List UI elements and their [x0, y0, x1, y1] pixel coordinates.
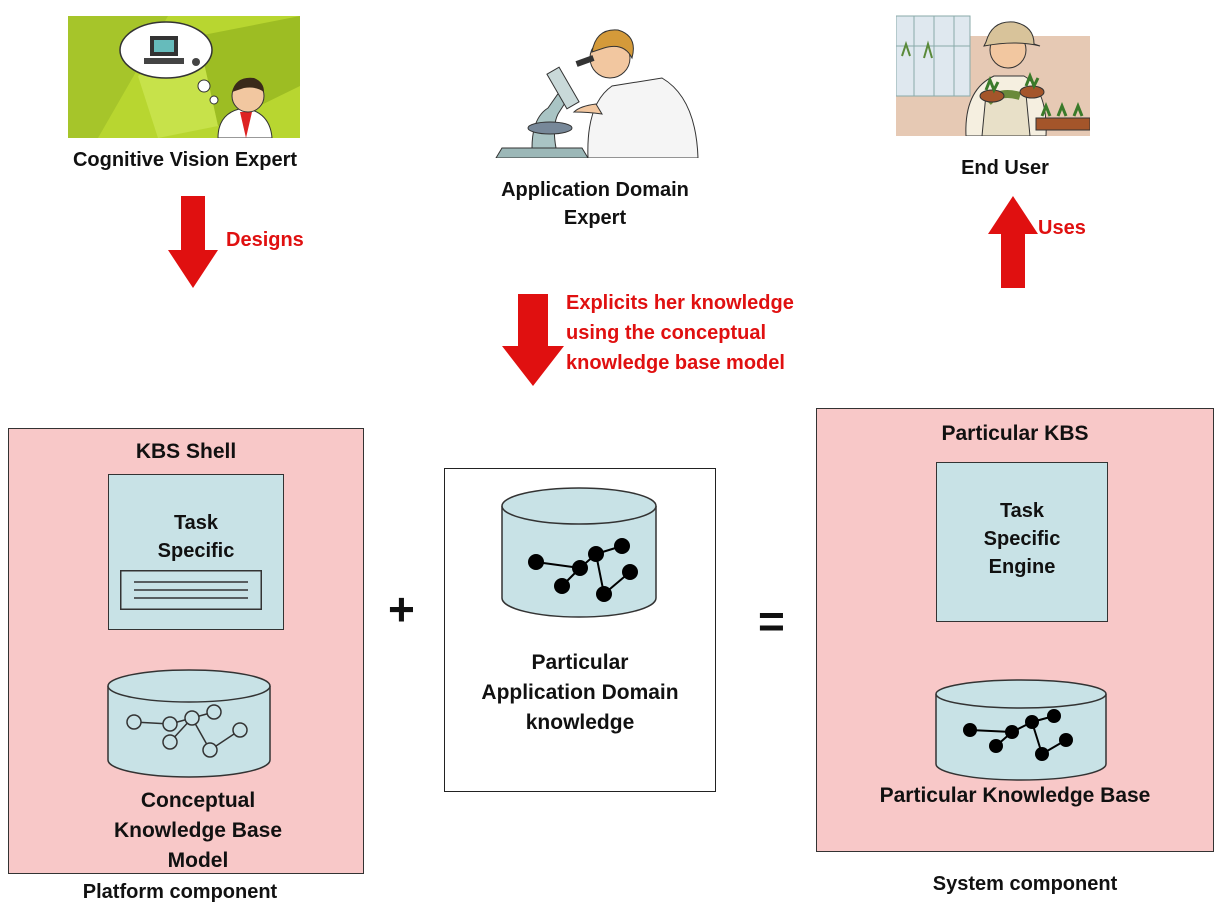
- engine-document-icon: [120, 570, 262, 610]
- cognitive-expert-label: Cognitive Vision Expert: [72, 149, 298, 171]
- designs-arrow: [168, 196, 218, 288]
- domain-expert-illustration: [492, 8, 706, 158]
- kbs-shell-title: KBS Shell: [135, 440, 237, 463]
- uses-arrow: [988, 196, 1038, 288]
- domain-knowledge-database-icon: [500, 486, 658, 620]
- domain-expert-label: Application Domain Expert: [501, 179, 689, 229]
- explicits-arrow: [502, 294, 564, 386]
- system-caption: System component: [932, 873, 1118, 895]
- plus-operator: +: [388, 583, 415, 635]
- system-engine-label: Task Specific Engine: [983, 500, 1061, 578]
- conceptual-kb-label: Conceptual Knowledge Base Model: [113, 789, 283, 872]
- explicits-label: Explicits her knowledge using the concep…: [566, 292, 794, 374]
- conceptual-kb-database-icon: [106, 668, 272, 780]
- equals-operator: =: [758, 595, 785, 647]
- end-user-illustration: [896, 6, 1090, 136]
- designs-label: Designs: [226, 229, 304, 251]
- uses-label: Uses: [1038, 217, 1086, 239]
- platform-caption: Platform component: [82, 881, 278, 903]
- particular-kbs-title: Particular KBS: [941, 422, 1089, 445]
- domain-knowledge-label: Particular Application Domain knowledge: [481, 651, 679, 734]
- end-user-label: End User: [961, 157, 1049, 179]
- cognitive-expert-illustration: [68, 16, 300, 138]
- particular-kb-database-icon: [934, 678, 1108, 782]
- particular-kb-label: Particular Knowledge Base: [879, 784, 1151, 807]
- system-engine-box: Task Specific Engine: [936, 462, 1108, 622]
